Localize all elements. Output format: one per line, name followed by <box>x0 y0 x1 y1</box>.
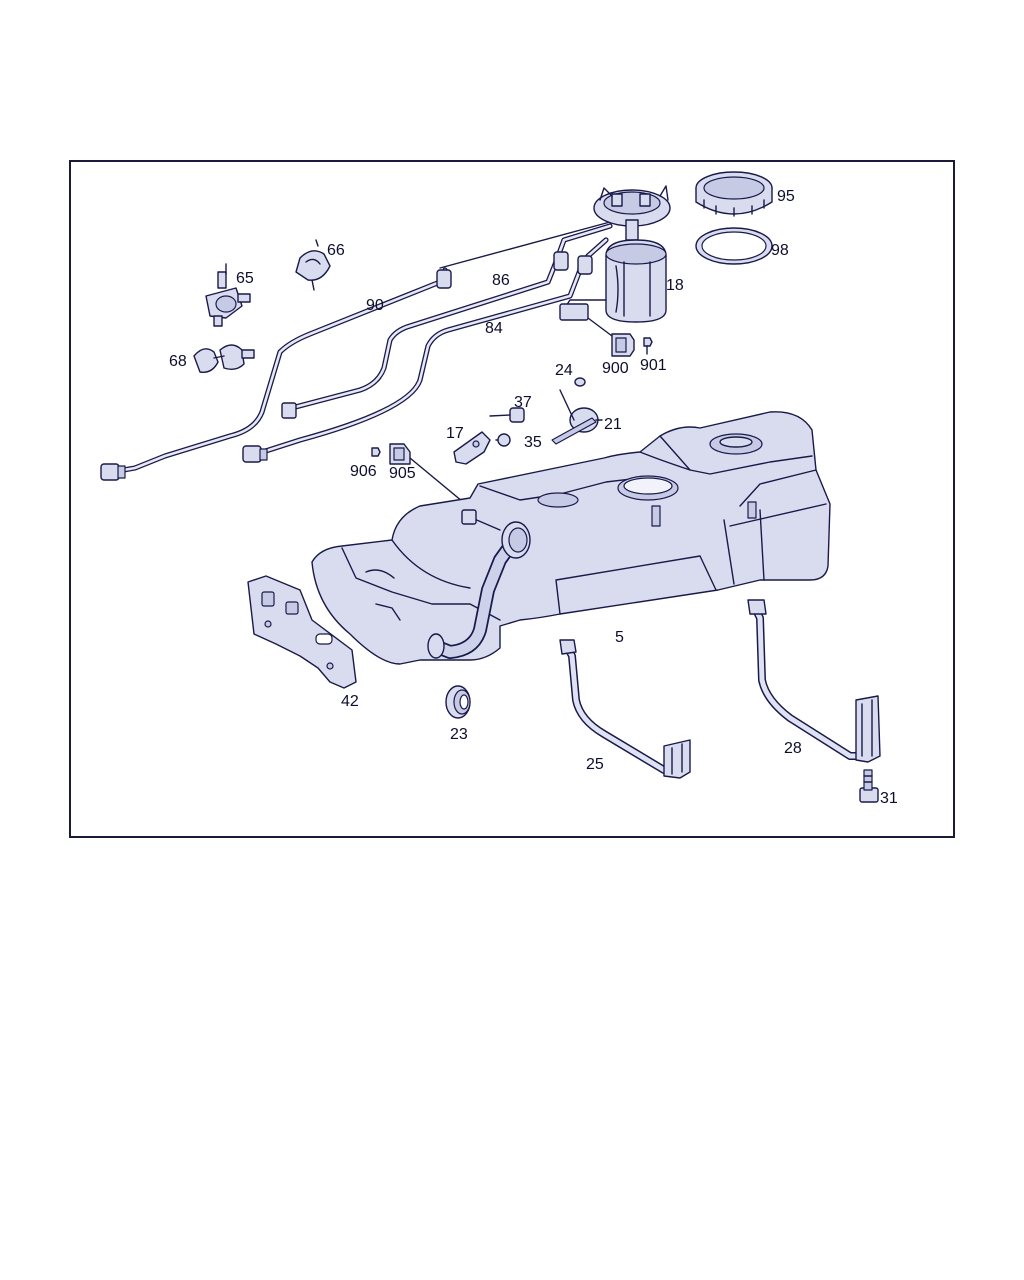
callout-24: 24 <box>555 362 573 379</box>
filler-cover-21[interactable] <box>551 407 599 445</box>
leader-24 <box>559 389 575 421</box>
fuel-tank-exploded-diagram: 5 17 18 21 23 24 25 28 31 35 37 42 65 66… <box>100 171 898 807</box>
diagram-frame: 5 17 18 21 23 24 25 28 31 35 37 42 65 66… <box>69 160 955 838</box>
screw-35[interactable] <box>495 433 511 447</box>
pin-901[interactable] <box>643 337 653 355</box>
heat-shield-42[interactable] <box>247 575 357 689</box>
bolt-31[interactable] <box>859 769 879 803</box>
callout-905: 905 <box>389 465 416 482</box>
quick-connector[interactable] <box>436 251 593 289</box>
fuel-line-86[interactable] <box>281 223 613 413</box>
tank-strap-28[interactable] <box>747 599 881 763</box>
connector-65[interactable] <box>205 263 251 327</box>
callout-66: 66 <box>327 242 345 259</box>
callout-35: 35 <box>524 434 542 451</box>
fuel-level-sender-cable[interactable] <box>559 299 613 337</box>
tank-strap-25[interactable] <box>559 639 691 779</box>
callout-95: 95 <box>777 188 795 205</box>
filler-neck[interactable] <box>427 509 531 659</box>
callout-90: 90 <box>366 297 384 314</box>
bolt-37[interactable] <box>489 407 525 423</box>
fuel-line-90[interactable] <box>109 267 448 475</box>
fuel-pump-flange[interactable] <box>593 185 671 241</box>
line-connector-84-end[interactable] <box>242 445 268 463</box>
callout-28: 28 <box>784 740 802 757</box>
fuel-tank-5[interactable] <box>311 411 831 665</box>
callout-21: 21 <box>604 416 622 433</box>
line-connector-90-end[interactable] <box>100 463 126 481</box>
callout-98: 98 <box>771 242 789 259</box>
callout-84: 84 <box>485 320 503 337</box>
bracket-17[interactable] <box>453 431 491 465</box>
grommet-23[interactable] <box>445 685 471 719</box>
callout-31: 31 <box>880 790 898 807</box>
callout-25: 25 <box>586 756 604 773</box>
clip-66[interactable] <box>295 239 331 291</box>
callout-42: 42 <box>341 693 359 710</box>
lock-ring-95[interactable] <box>695 171 773 217</box>
plug-905[interactable] <box>389 443 411 465</box>
line-clip[interactable] <box>281 402 297 419</box>
callout-23: 23 <box>450 726 468 743</box>
callout-86: 86 <box>492 272 510 289</box>
fuel-pump-18[interactable] <box>605 239 667 323</box>
fuel-line-84[interactable] <box>247 237 609 459</box>
connector-68[interactable] <box>193 344 255 373</box>
callout-37: 37 <box>514 394 532 411</box>
fuel-line-90-upper <box>439 221 611 269</box>
callout-18: 18 <box>666 277 684 294</box>
callout-65: 65 <box>236 270 254 287</box>
callout-17: 17 <box>446 425 464 442</box>
callout-901: 901 <box>640 357 667 374</box>
washer-24[interactable] <box>574 377 586 387</box>
seal-ring-98[interactable] <box>695 227 773 265</box>
callout-900: 900 <box>602 360 629 377</box>
callout-906: 906 <box>350 463 377 480</box>
callout-5: 5 <box>615 629 624 646</box>
plug-900[interactable] <box>611 333 635 357</box>
callout-68: 68 <box>169 353 187 370</box>
pin-906[interactable] <box>371 447 381 457</box>
